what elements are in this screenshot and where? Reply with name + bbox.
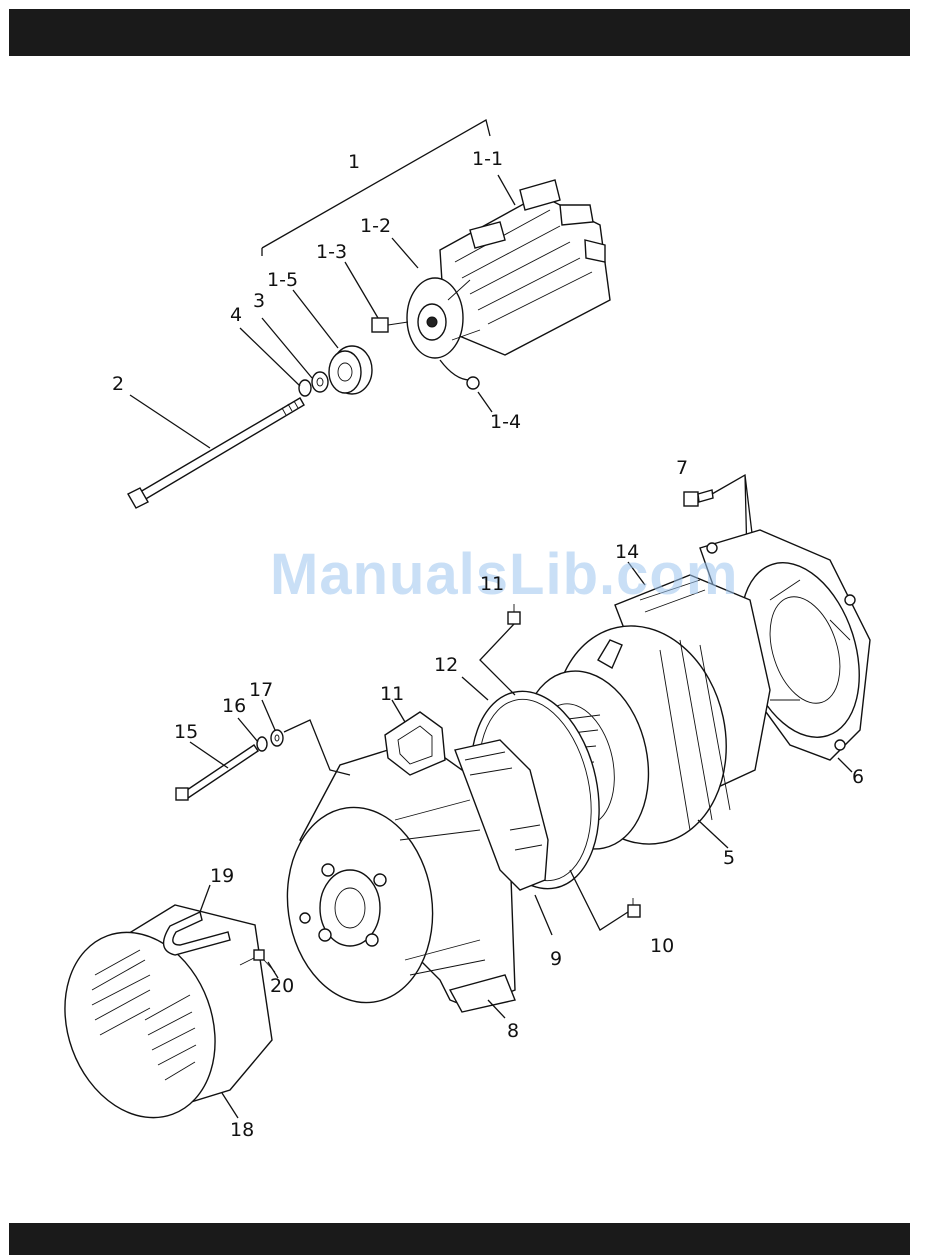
bearing — [329, 346, 372, 394]
callout-12: 12 — [434, 654, 458, 676]
callout-2: 2 — [112, 373, 124, 395]
callout-7: 7 — [676, 457, 688, 479]
callout-4: 4 — [230, 304, 242, 326]
callout-18: 18 — [230, 1119, 254, 1141]
callout-1-3: 1-3 — [316, 241, 347, 263]
callout-14: 14 — [615, 541, 639, 563]
callout-3: 3 — [253, 290, 265, 312]
callout-8: 8 — [507, 1020, 519, 1042]
callout-1: 1 — [348, 151, 360, 173]
callout-1-1: 1-1 — [472, 148, 503, 170]
callout-17: 17 — [249, 679, 273, 701]
callout-11-top: 11 — [480, 573, 504, 595]
callout-11: 11 — [380, 683, 404, 705]
callout-16: 16 — [222, 695, 246, 717]
watermark: ManualsLib.com — [270, 542, 738, 607]
callout-20: 20 — [270, 975, 294, 997]
rotor-assembly — [262, 120, 610, 389]
callout-9: 9 — [550, 948, 562, 970]
callout-15: 15 — [174, 721, 198, 743]
callout-6: 6 — [852, 766, 864, 788]
fan-cover — [40, 905, 272, 1139]
callout-1-4: 1-4 — [490, 411, 521, 433]
callout-5: 5 — [723, 847, 735, 869]
screw-11-top — [480, 604, 520, 695]
lock-washer — [299, 380, 311, 396]
callout-10: 10 — [650, 935, 674, 957]
bolt-15 — [176, 720, 350, 800]
callout-1-5: 1-5 — [267, 269, 298, 291]
screw-10 — [570, 870, 640, 930]
callout-1-2: 1-2 — [360, 215, 391, 237]
washer — [312, 372, 328, 392]
callout-19: 19 — [210, 865, 234, 887]
through-bolt — [128, 398, 304, 508]
